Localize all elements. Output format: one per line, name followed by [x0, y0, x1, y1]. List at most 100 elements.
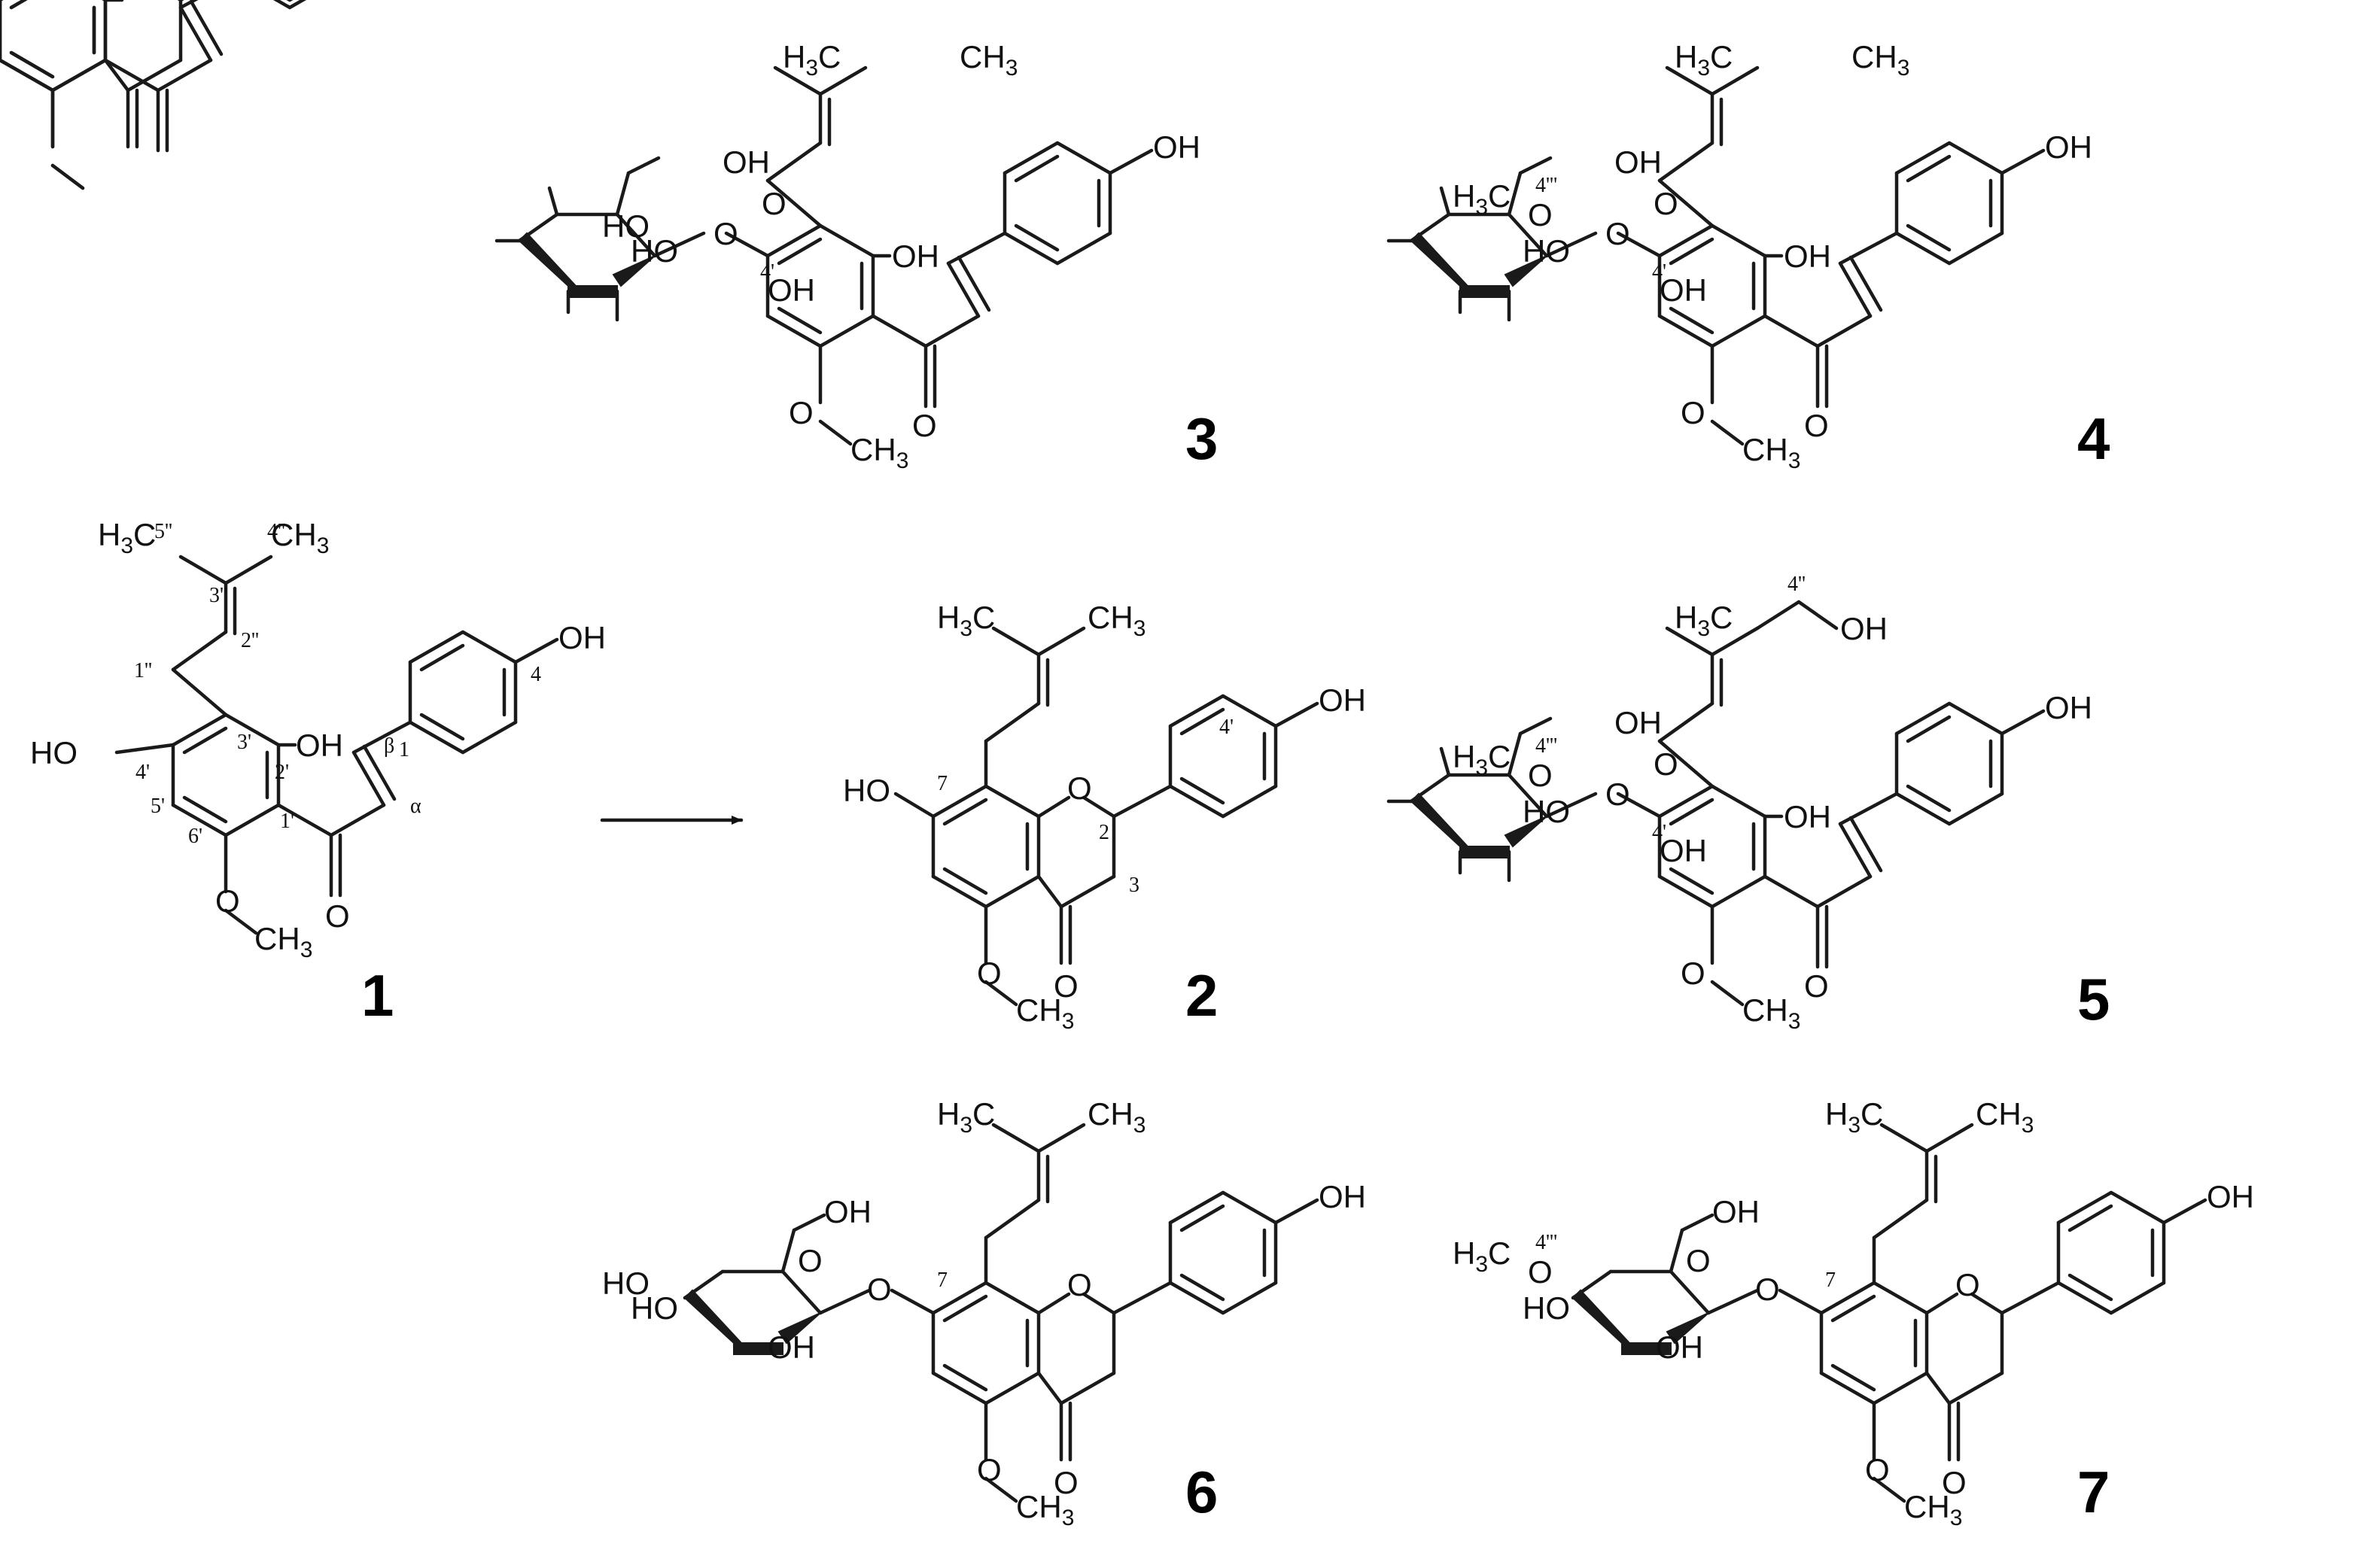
atom-label: CH3	[1016, 992, 1074, 1034]
locant: 2	[1099, 821, 1109, 844]
locant: 2'	[275, 761, 289, 784]
locant: 3''	[209, 584, 227, 607]
atom-label: H3C	[1453, 739, 1511, 780]
locant: 4'''	[1535, 1231, 1557, 1254]
atom-label: O	[713, 216, 738, 251]
atom-label: H3C	[1453, 1235, 1511, 1277]
atom-label: O	[1955, 1267, 1980, 1302]
locant: 5''	[154, 520, 172, 543]
atom-label: CH3	[1976, 1096, 2034, 1138]
atom-label: CH3	[1088, 1096, 1146, 1138]
locant: 5'	[151, 795, 165, 818]
atom-label: HO	[1523, 1290, 1570, 1326]
atom-label: O	[1605, 776, 1630, 812]
locant: 4'	[1652, 260, 1666, 284]
atom-label: O	[1755, 1272, 1780, 1307]
compound-number: 2	[1185, 962, 1218, 1029]
locant: 1'	[280, 810, 294, 833]
atom-label: OH	[1319, 682, 1366, 718]
atom-label: H3C	[1453, 178, 1511, 220]
atom-label: OH	[2045, 690, 2092, 725]
atom-label: O	[1054, 968, 1079, 1004]
atom-label: H3C	[783, 39, 841, 81]
compound-number: 3	[1185, 406, 1218, 472]
atom-label: OH	[1784, 799, 1831, 834]
atom-label: OH	[723, 144, 770, 180]
atom-label: O	[215, 883, 240, 919]
atom-label: CH3	[960, 39, 1018, 81]
atom-label: O	[1942, 1465, 1967, 1500]
atom-label: CH3	[1016, 1489, 1074, 1530]
compound-number: 1	[361, 962, 394, 1029]
atom-label: O	[1804, 968, 1829, 1004]
locant: 1''	[134, 659, 152, 682]
atom-label: O	[1681, 956, 1705, 991]
locant: 4'	[1652, 821, 1666, 844]
compound-2-structure: HO H3C CH3 O O CH3 O OH 7 2 3 4' 2	[843, 600, 1366, 1034]
atom-label: H3C	[937, 1096, 995, 1138]
atom-label: O	[798, 1243, 823, 1278]
locant: 6'	[188, 825, 202, 848]
chalcone-glycoside-template	[0, 0, 307, 190]
locant: 4'''	[1535, 734, 1557, 758]
compound-7-structure: O OH O H3C O HO OH 4''' H3C CH3 O O CH3 …	[1453, 1096, 2254, 1530]
atom-label: O	[912, 408, 937, 443]
atom-label: HO	[843, 773, 890, 808]
atom-label: OH	[1614, 144, 1662, 180]
compound-3-structure: H3C CH3 OH O CH3 O OH O HO HO OH OH O 4'…	[497, 39, 1218, 473]
locant: β	[384, 734, 394, 758]
locant: 7	[937, 1269, 948, 1292]
atom-label: H3C	[1675, 39, 1733, 81]
atom-label: OH	[768, 272, 815, 308]
atom-label: CH3	[1742, 432, 1800, 473]
atom-label: O	[325, 898, 350, 934]
compound-1-structure: H3C CH3 HO OH O CH3 O OH 5'' 4'' 3'' 2''…	[30, 517, 606, 1029]
locant: 7	[1825, 1269, 1836, 1292]
atom-label: CH3	[1742, 992, 1800, 1034]
atom-label: OH	[1660, 833, 1707, 868]
flavanone-template	[0, 0, 294, 190]
atom-label: O	[1654, 186, 1678, 221]
atom-label: OH	[2207, 1179, 2254, 1214]
atom-label: O	[1804, 408, 1829, 443]
atom-label: H3C	[937, 600, 995, 641]
atom-label: OH	[2045, 129, 2092, 165]
locant: 4	[531, 663, 541, 686]
atom-label: OH	[768, 1329, 815, 1365]
atom-label: HO	[631, 233, 678, 269]
atom-label: HO	[1523, 233, 1570, 269]
compound-number: 4	[2077, 406, 2110, 472]
atom-label: CH3	[1088, 600, 1146, 641]
compound-5-structure: H3C OH 4'' OH O CH3 O OH O H3C O HO OH O…	[1389, 573, 2110, 1034]
compound-number: 6	[1185, 1459, 1218, 1525]
atom-label: CH3	[1851, 39, 1909, 81]
atom-label: H3C	[98, 517, 156, 558]
locant: 2''	[241, 629, 259, 652]
atom-label: OH	[824, 1194, 872, 1229]
atom-label: O	[1865, 1452, 1890, 1487]
atom-label: HO	[631, 1290, 678, 1326]
atom-label: CH3	[254, 921, 312, 962]
atom-label: O	[1067, 1267, 1092, 1302]
locant: 3	[1129, 874, 1139, 897]
atom-label: O	[1054, 1465, 1079, 1500]
atom-label: OH	[296, 728, 343, 763]
atom-label: CH3	[271, 517, 329, 558]
atom-label: OH	[1614, 705, 1662, 740]
atom-label: O	[1686, 1243, 1711, 1278]
atom-label: H3C	[1825, 1096, 1883, 1138]
compound-6-structure: O OH O HO HO OH H3C CH3 O O CH3 O OH 7 6	[602, 1096, 1366, 1530]
atom-label: HO	[30, 735, 78, 770]
locant: 1	[399, 738, 409, 761]
atom-label: HO	[602, 1266, 650, 1301]
atom-label: OH	[892, 239, 939, 274]
locant: 7	[937, 772, 948, 795]
locant: α	[410, 795, 421, 818]
atom-label: CH3	[1904, 1489, 1962, 1530]
atom-label: OH	[1656, 1329, 1703, 1365]
atom-label: CH3	[850, 432, 908, 473]
locant: 4''	[1787, 573, 1806, 596]
compound-number: 5	[2077, 966, 2110, 1032]
